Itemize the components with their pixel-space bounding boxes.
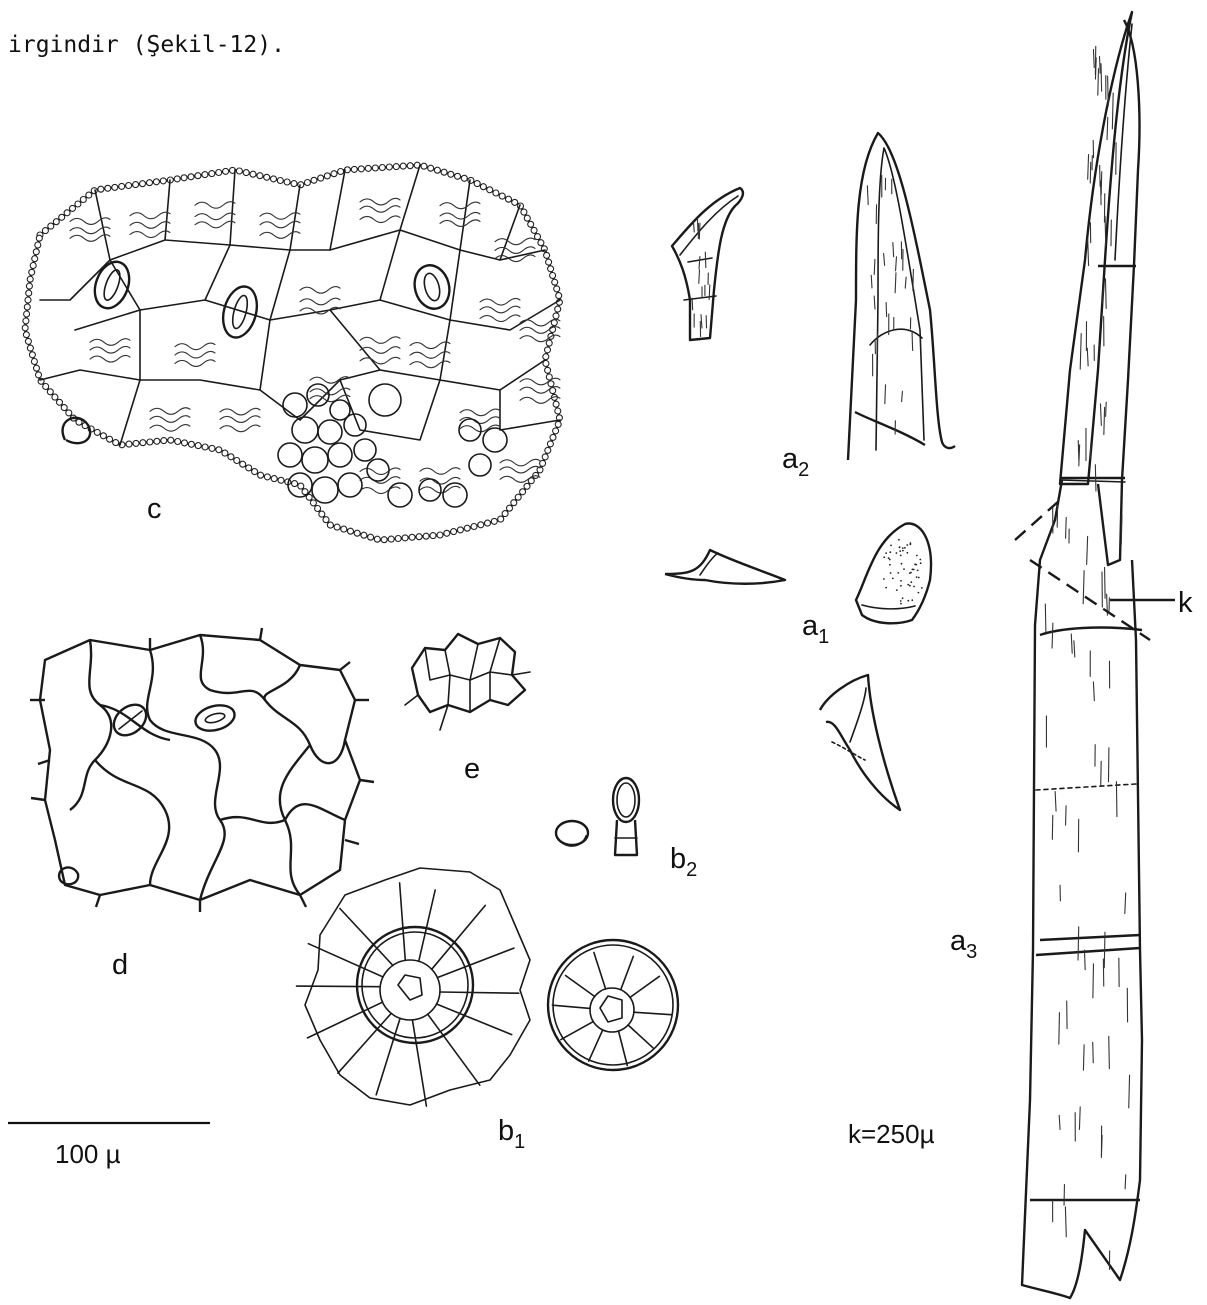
- figure-a3-long-hair: [1015, 12, 1175, 1298]
- label-e: e: [464, 753, 480, 785]
- label-c: c: [147, 493, 162, 525]
- figure-a2-hairs: [672, 133, 955, 460]
- label-b1: b1: [498, 1115, 525, 1153]
- figure-e-cells: [405, 634, 530, 730]
- figure-b1-peltate-scales: [297, 868, 679, 1106]
- magnification-label: k=250µ: [848, 1119, 935, 1149]
- label-b2: b2: [670, 843, 697, 881]
- figure-c-epidermis: [22, 162, 562, 543]
- figure-b2-glandular-hairs: [556, 778, 639, 855]
- label-a3: a3: [950, 925, 977, 963]
- scale-bar-label: 100 µ: [55, 1139, 121, 1169]
- label-d: d: [112, 949, 128, 981]
- figure-a1-hairs: [665, 523, 931, 810]
- label-a2: a2: [782, 443, 809, 481]
- label-k: k: [1178, 587, 1193, 619]
- label-a1: a1: [802, 610, 829, 648]
- figure-d-epidermis: [30, 628, 374, 912]
